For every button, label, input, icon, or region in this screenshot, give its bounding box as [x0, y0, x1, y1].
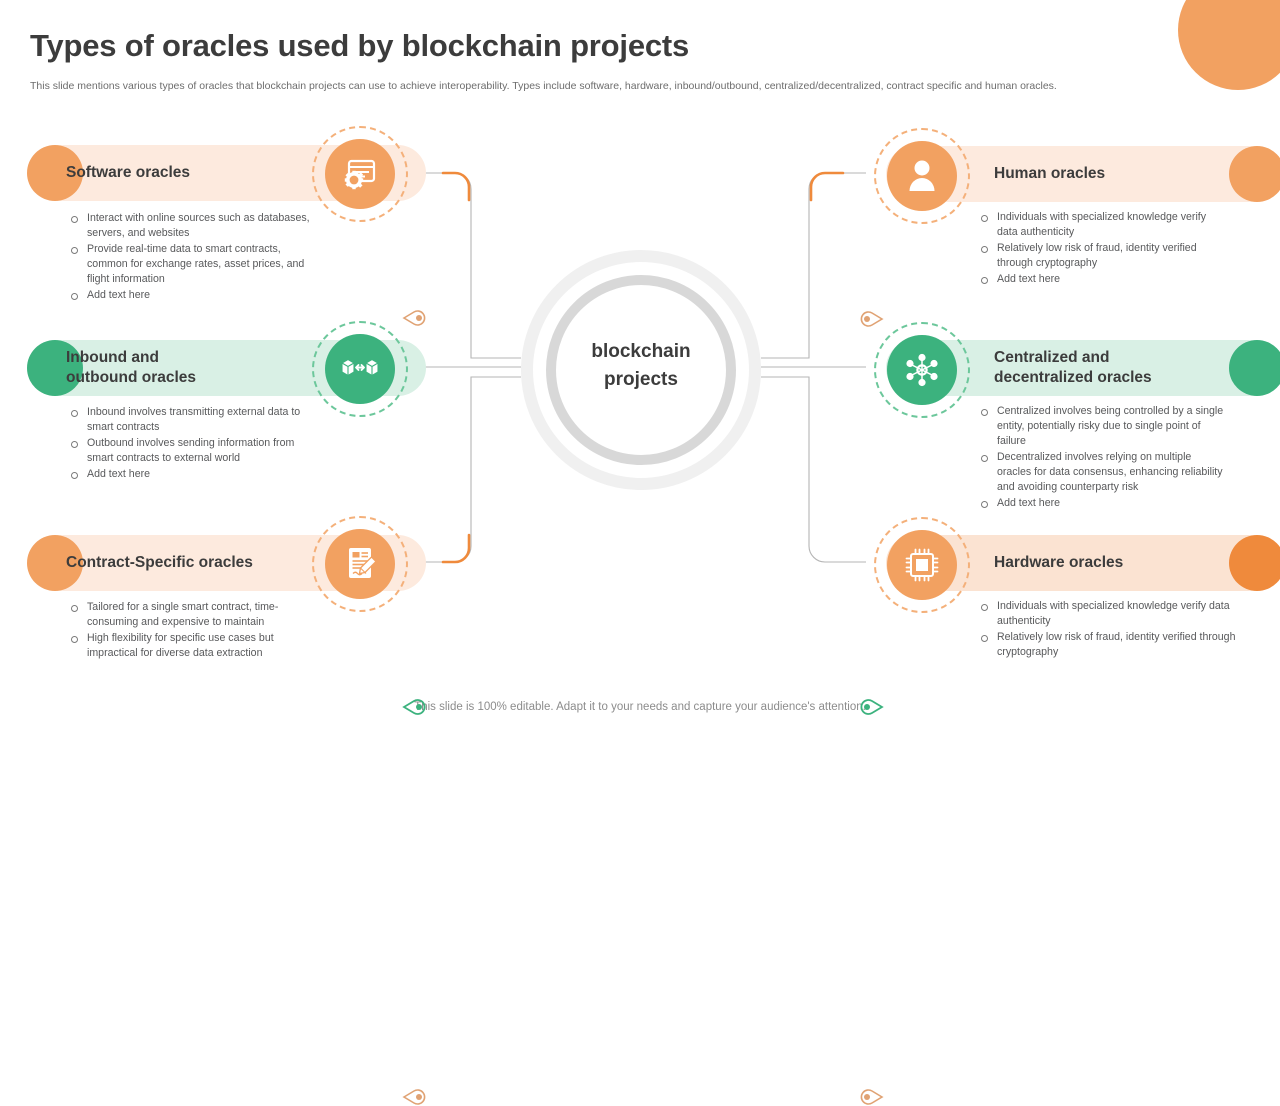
list-item: High flexibility for specific use cases …: [68, 631, 318, 661]
chip-icon: [887, 530, 957, 600]
hardware-oracles-bullets: Individuals with specialized knowledge v…: [978, 599, 1236, 661]
centralized-connector-node: [860, 699, 884, 715]
hub-label-line1: blockchain: [591, 341, 691, 362]
list-item: Add text here: [978, 496, 1228, 511]
contract-specific-medallion: [312, 516, 408, 612]
connector-wires: [425, 171, 866, 564]
contract-specific-title: Contract-Specific oracles: [66, 553, 253, 571]
list-item: Relatively low risk of fraud, identity v…: [978, 241, 1228, 271]
center-hub: blockchain projects: [521, 250, 761, 490]
title-line-2: outbound oracles: [66, 369, 197, 386]
software-oracles-title: Software oracles: [66, 163, 191, 181]
human-oracles-medallion: [874, 128, 970, 224]
list-item: Decentralized involves relying on multip…: [978, 450, 1228, 495]
pill-arc-decor: [1229, 340, 1280, 396]
boxes-exchange-icon: [325, 334, 395, 404]
list-item: Add text here: [978, 272, 1228, 287]
pill-arc-decor: [1229, 146, 1280, 202]
list-item: Individuals with specialized knowledge v…: [978, 599, 1236, 629]
hub-inner-ring: [546, 275, 736, 465]
centralized-decentralized-medallion: [874, 322, 970, 418]
title-line-1: Centralized and: [994, 348, 1110, 366]
browser-gear-icon: [325, 139, 395, 209]
medallion-dashed-ring: [874, 322, 970, 418]
pill-arc-decor: [27, 340, 83, 396]
medallion-dashed-ring: [312, 321, 408, 417]
medallion-dashed-ring: [312, 516, 408, 612]
hardware-oracles-title: Hardware oracles: [994, 553, 1124, 571]
hub-label: blockchain projects: [566, 338, 716, 393]
pill-arc-decor: [27, 145, 83, 201]
centralized-decentralized-bullets: Centralized involves being controlled by…: [978, 404, 1228, 512]
list-item: Provide real-time data to smart contract…: [68, 242, 318, 287]
pill-arc-decor: [1229, 535, 1280, 591]
hardware-oracles-medallion: [874, 517, 970, 613]
list-item: Add text here: [68, 467, 318, 482]
inbound-outbound-title: Inbound and outbound oracles: [66, 348, 196, 389]
centralized-decentralized-title: Centralized and decentralized oracles: [994, 348, 1152, 389]
list-item: Centralized involves being controlled by…: [978, 404, 1228, 449]
contract-signature-icon: [325, 529, 395, 599]
contract-specific-bullets: Tailored for a single smart contract, ti…: [68, 600, 318, 662]
title-line-2: decentralized oracles: [994, 369, 1152, 386]
hardware-connector-node: [860, 1089, 884, 1105]
human-connector-node: [860, 311, 884, 327]
footer-note: This slide is 100% editable. Adapt it to…: [414, 701, 866, 713]
person-icon: [887, 141, 957, 211]
list-item: Add text here: [68, 288, 318, 303]
list-item: Relatively low risk of fraud, identity v…: [978, 630, 1236, 660]
list-item: Interact with online sources such as dat…: [68, 211, 318, 241]
contract-specific-connector-node: [402, 1089, 426, 1105]
medallion-dashed-ring: [874, 517, 970, 613]
software-oracles-medallion: [312, 126, 408, 222]
title-line-1: Inbound and: [66, 348, 159, 366]
software-oracles-bullets: Interact with online sources such as dat…: [68, 211, 318, 304]
human-oracles-title: Human oracles: [994, 164, 1106, 182]
list-item: Inbound involves transmitting external d…: [68, 405, 318, 435]
inbound-outbound-bullets: Inbound involves transmitting external d…: [68, 405, 318, 483]
hub-label-line2: projects: [604, 368, 678, 390]
list-item: Outbound involves sending information fr…: [68, 436, 318, 466]
list-item: Individuals with specialized knowledge v…: [978, 210, 1228, 240]
page-subtitle: This slide mentions various types of ora…: [30, 80, 1057, 92]
network-nodes-icon: [887, 335, 957, 405]
pill-arc-decor: [27, 535, 83, 591]
list-item: Tailored for a single smart contract, ti…: [68, 600, 318, 630]
human-oracles-bullets: Individuals with specialized knowledge v…: [978, 210, 1228, 288]
software-connector-node: [402, 310, 426, 326]
medallion-dashed-ring: [874, 128, 970, 224]
inbound-outbound-medallion: [312, 321, 408, 417]
page-title: Types of oracles used by blockchain proj…: [30, 28, 690, 63]
medallion-dashed-ring: [312, 126, 408, 222]
inbound-outbound-connector-node: [402, 699, 426, 715]
